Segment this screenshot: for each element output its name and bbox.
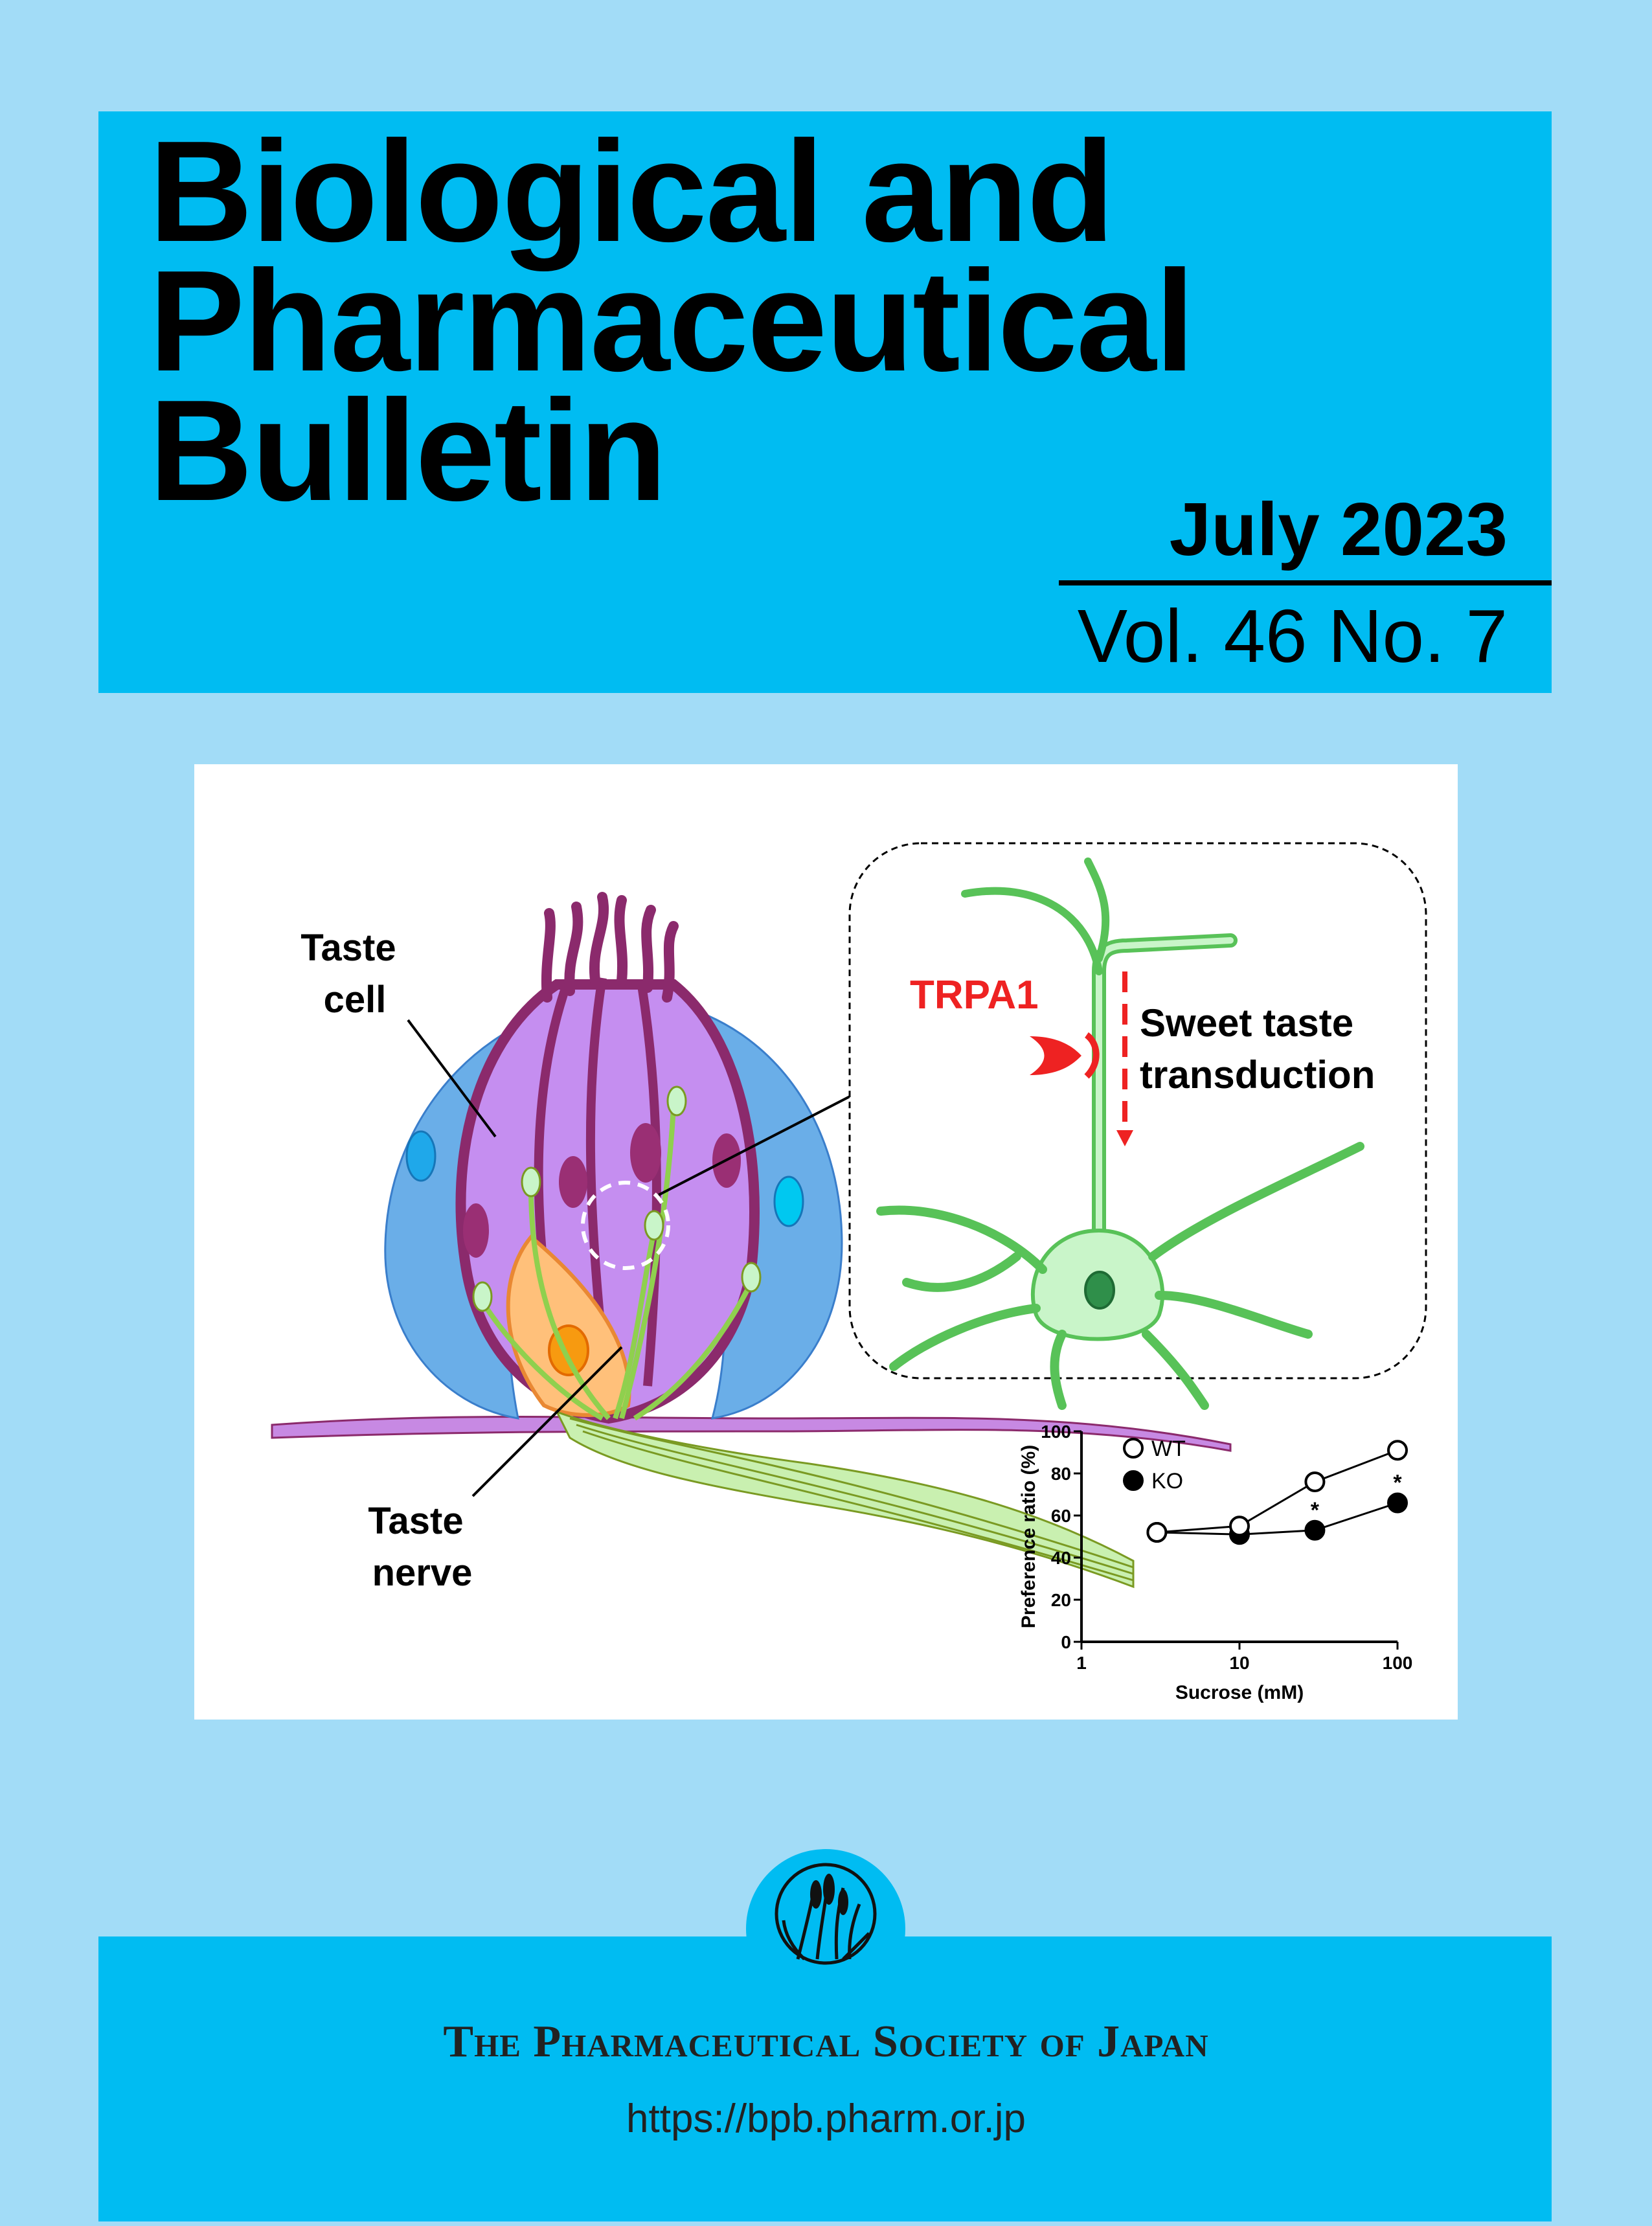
significance-marker: * bbox=[1311, 1498, 1320, 1523]
issue-divider bbox=[1059, 580, 1552, 585]
legend-label-ko: KO bbox=[1151, 1469, 1183, 1493]
trpa1-channel-left bbox=[1030, 1036, 1081, 1075]
trpa1-channel-right bbox=[1084, 1032, 1100, 1079]
series-point-wt bbox=[1387, 1440, 1408, 1461]
neuron-inset bbox=[848, 842, 1427, 1380]
series-point-ko bbox=[1304, 1519, 1326, 1541]
chart-y-tick-label: 60 bbox=[1051, 1506, 1071, 1526]
neuron-dendrites bbox=[876, 1142, 1364, 1410]
nerve-bulb-3 bbox=[666, 1085, 687, 1117]
title-line-2: Pharmaceutical bbox=[149, 241, 1195, 402]
cover-illustration: Taste cell Taste nerve TRPA1 Sweet taste… bbox=[271, 842, 1427, 1703]
issue-volume: Vol. 46 No. 7 bbox=[1077, 594, 1508, 678]
neuron-top-branch bbox=[961, 857, 1110, 975]
title-line-3: Bulletin bbox=[149, 370, 667, 531]
taste-cell-label-1: Taste bbox=[300, 927, 396, 969]
nerve-fibers bbox=[569, 1417, 1134, 1582]
cattail-icon bbox=[775, 1863, 877, 1965]
series-line-ko bbox=[1157, 1502, 1398, 1536]
chart-x-tick-label: 10 bbox=[1229, 1653, 1249, 1673]
zoom-leader bbox=[658, 1093, 854, 1196]
chart-y-tick-label: 40 bbox=[1051, 1548, 1071, 1568]
taste-cell-label-2: cell bbox=[324, 979, 387, 1021]
legend-label-wt: WT bbox=[1151, 1437, 1186, 1461]
chart-y-tick-label: 0 bbox=[1061, 1632, 1071, 1652]
nerve-bulb-1 bbox=[521, 1166, 541, 1198]
nerve-bundle bbox=[554, 1410, 1135, 1589]
chart-y-tick-label: 20 bbox=[1051, 1590, 1071, 1610]
series-point-ko bbox=[1387, 1492, 1408, 1514]
basal-membrane bbox=[271, 1416, 1232, 1452]
zoom-circle bbox=[581, 1181, 670, 1270]
journal-url[interactable]: https://bpb.pharm.or.jp bbox=[626, 2096, 1026, 2141]
chart-y-label: Preference ratio (%) bbox=[1018, 1445, 1039, 1628]
outer-nucleus-right bbox=[773, 1175, 804, 1227]
journal-title: Biological and Pharmaceutical Bulletin bbox=[149, 111, 1195, 531]
outer-nucleus-left bbox=[405, 1130, 436, 1182]
nerve-endings bbox=[480, 1107, 754, 1421]
title-banner bbox=[98, 111, 1552, 693]
taste-nerve-label-1: Taste bbox=[368, 1500, 463, 1542]
taste-nucleus-1 bbox=[463, 1203, 489, 1258]
transduction-label-1: Sweet taste bbox=[1140, 1001, 1353, 1045]
legend-marker-wt bbox=[1123, 1438, 1144, 1459]
chart-x-tick-label: 100 bbox=[1383, 1653, 1413, 1673]
series-point-wt bbox=[1304, 1471, 1326, 1492]
series-line-wt bbox=[1157, 1449, 1398, 1534]
nerve-bulb-2 bbox=[644, 1210, 664, 1241]
taste-nucleus-3 bbox=[630, 1123, 661, 1183]
issue-date: July 2023 bbox=[1169, 487, 1508, 571]
society-logo bbox=[746, 1849, 905, 2008]
legend-marker-ko bbox=[1123, 1470, 1144, 1491]
microvilli bbox=[541, 892, 679, 1003]
nerve-bulb-5 bbox=[472, 1281, 493, 1312]
significance-marker: * bbox=[1393, 1471, 1402, 1495]
chart-y-tick-label: 80 bbox=[1051, 1464, 1071, 1484]
taste-cell-pointer bbox=[407, 1019, 497, 1138]
title-line-1: Biological and bbox=[149, 111, 1115, 272]
transduction-arrowhead bbox=[1116, 1130, 1133, 1146]
cover-figure: Taste cell Taste nerve TRPA1 Sweet taste… bbox=[194, 764, 1458, 1720]
chart-x-tick-label: 1 bbox=[1076, 1653, 1087, 1673]
series-point-wt bbox=[1229, 1516, 1250, 1537]
series-point-wt bbox=[1146, 1522, 1168, 1543]
taste-nerve-label-2: nerve bbox=[372, 1552, 473, 1594]
transduction-label-2: transduction bbox=[1140, 1053, 1375, 1096]
chart-x-label: Sucrose (mM) bbox=[1175, 1682, 1304, 1703]
taste-nucleus-2 bbox=[559, 1156, 587, 1208]
society-name: The Pharmaceutical Society of Japan bbox=[443, 2017, 1209, 2067]
chart-y-tick-label: 100 bbox=[1041, 1422, 1071, 1442]
nerve-bulb-4 bbox=[741, 1262, 762, 1293]
trpa1-label: TRPA1 bbox=[910, 973, 1039, 1017]
taste-nerve-pointer bbox=[471, 1346, 623, 1497]
neuron-nucleus bbox=[1084, 1271, 1115, 1310]
